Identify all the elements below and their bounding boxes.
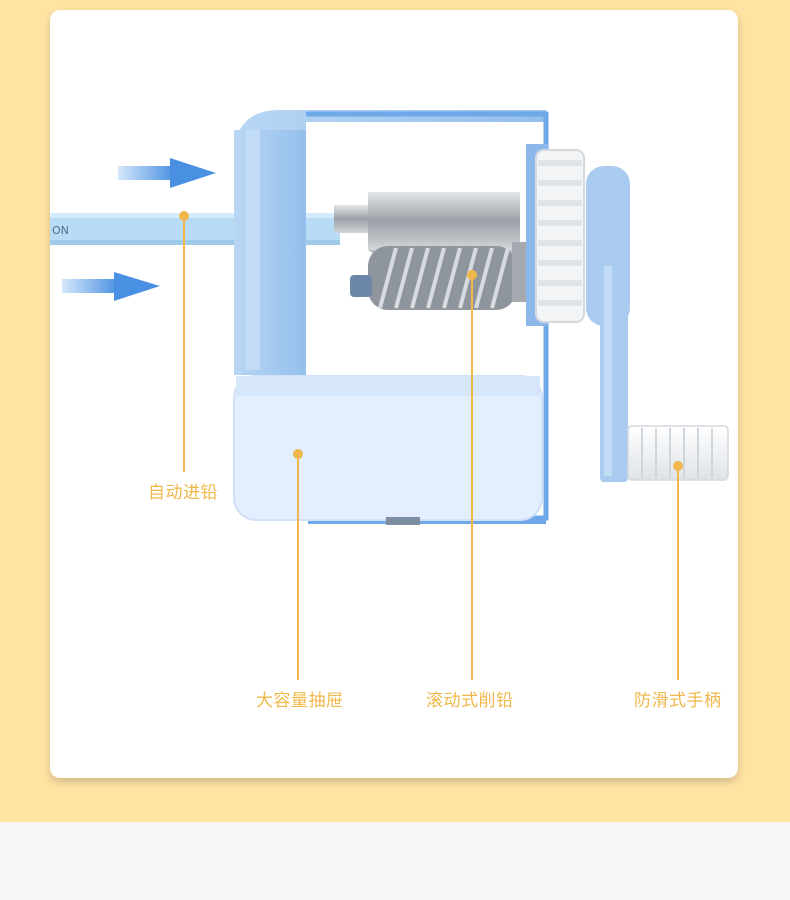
sharpener-housing	[234, 110, 549, 524]
helical-cutter	[350, 242, 526, 310]
callout-lines	[183, 216, 679, 680]
callout-auto-feed: 自动进铅	[148, 483, 218, 503]
callout-drawer: 大容量抽屉	[256, 691, 344, 711]
bottom-background-band	[0, 822, 790, 900]
side-gear-cap	[526, 144, 585, 326]
product-card: ON	[50, 10, 738, 778]
callout-dot-icon	[293, 449, 303, 459]
callout-dot-icon	[467, 270, 477, 280]
callout-dot-icon	[179, 211, 189, 221]
feed-arrow-icon	[118, 158, 216, 188]
callout-rolling-blade: 滚动式削铅	[426, 691, 514, 711]
pencil-brand-text: ON	[52, 224, 69, 237]
next-section-heading	[0, 888, 790, 900]
crank-handle	[586, 166, 729, 482]
drawer	[233, 375, 543, 525]
feed-arrow-icon	[62, 272, 160, 301]
sharpener-illustration: ON	[50, 110, 729, 680]
callout-handle: 防滑式手柄	[634, 691, 722, 711]
rolling-blade-mechanism	[334, 192, 526, 310]
callout-dot-icon	[673, 461, 683, 471]
anti-slip-grip	[627, 425, 729, 481]
